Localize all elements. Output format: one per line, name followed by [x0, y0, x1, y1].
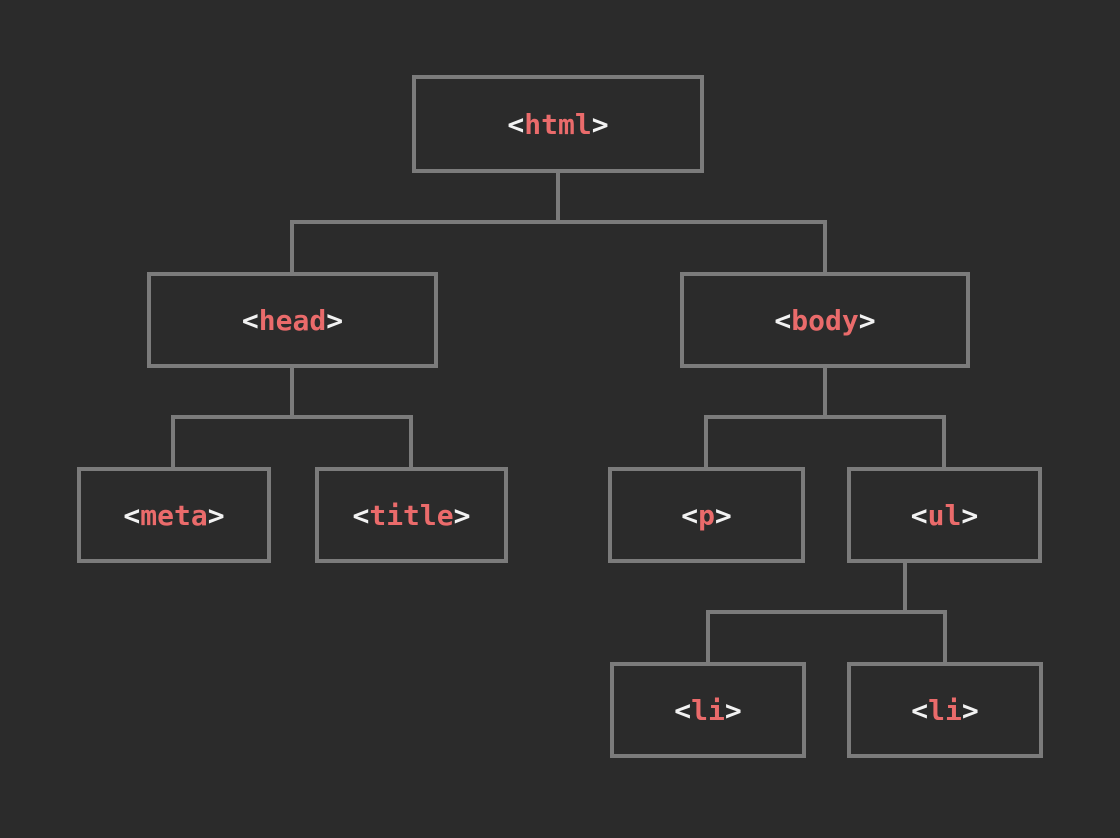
open-bracket: < — [123, 498, 141, 532]
close-bracket: > — [453, 498, 471, 532]
tag-name: li — [928, 693, 962, 727]
node-ul: <ul> — [847, 467, 1042, 563]
open-bracket: < — [352, 498, 370, 532]
node-li-1: <li> — [610, 662, 806, 758]
node-label: <title> — [352, 499, 470, 532]
tag-name: li — [691, 693, 725, 727]
open-bracket: < — [911, 693, 929, 727]
open-bracket: < — [681, 498, 699, 532]
close-bracket: > — [714, 498, 732, 532]
connector-ul-children — [706, 563, 947, 662]
close-bracket: > — [207, 498, 225, 532]
open-bracket: < — [241, 303, 259, 337]
close-bracket: > — [326, 303, 344, 337]
node-p: <p> — [608, 467, 805, 563]
node-html: <html> — [412, 75, 704, 173]
tag-name: body — [791, 303, 859, 337]
node-label: <li> — [911, 694, 978, 727]
open-bracket: < — [774, 303, 792, 337]
close-bracket: > — [961, 498, 979, 532]
tag-name: ul — [927, 498, 962, 532]
connector-body-children — [704, 368, 946, 467]
open-bracket: < — [674, 693, 692, 727]
node-label: <body> — [774, 304, 875, 337]
tag-name: title — [369, 498, 454, 532]
close-bracket: > — [591, 107, 609, 141]
node-label: <li> — [674, 694, 741, 727]
tag-name: html — [524, 107, 592, 141]
tag-name: p — [698, 498, 715, 532]
node-label: <meta> — [123, 499, 224, 532]
open-bracket: < — [910, 498, 928, 532]
connector-head-children — [171, 368, 413, 467]
node-meta: <meta> — [77, 467, 271, 563]
node-title: <title> — [315, 467, 508, 563]
connector-html-children — [290, 173, 827, 272]
close-bracket: > — [724, 693, 742, 727]
node-label: <head> — [242, 304, 343, 337]
close-bracket: > — [858, 303, 876, 337]
tag-name: head — [258, 303, 327, 337]
node-label: <html> — [507, 108, 608, 141]
close-bracket: > — [961, 693, 979, 727]
node-label: <p> — [681, 499, 732, 532]
node-li-2: <li> — [847, 662, 1043, 758]
node-label: <ul> — [911, 499, 978, 532]
tag-name: meta — [140, 498, 208, 532]
open-bracket: < — [507, 107, 525, 141]
node-body: <body> — [680, 272, 970, 368]
node-head: <head> — [147, 272, 438, 368]
